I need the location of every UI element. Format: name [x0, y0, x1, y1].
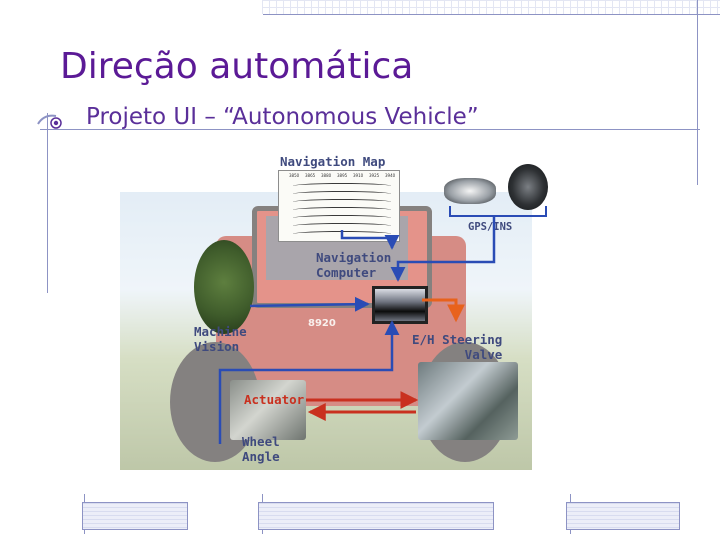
frame-top-line	[263, 14, 720, 15]
frame-right-line	[697, 0, 698, 185]
footer-box-left	[82, 502, 188, 530]
slide-title: Direção automática	[60, 46, 413, 87]
bullet-text: Projeto UI – “Autonomous Vehicle”	[86, 104, 479, 130]
bullet-icon	[36, 110, 62, 130]
frame-left-line	[47, 113, 48, 293]
header-grid-pattern	[262, 0, 720, 14]
gps-to-computer-arrow	[398, 216, 494, 280]
computer-to-valve-arrow	[422, 300, 456, 320]
gps-bracket	[450, 206, 546, 216]
map-to-computer-arrow	[342, 230, 392, 248]
footer-box-center	[258, 502, 494, 530]
autonomous-vehicle-diagram: 8920 Navigation Map 3850 3865 3880 3895 …	[120, 150, 532, 470]
vision-to-computer-arrow	[250, 304, 368, 306]
wheel-angle-feedback-arrow	[220, 322, 392, 444]
footer-box-right	[566, 502, 680, 530]
signal-arrows	[120, 150, 532, 470]
